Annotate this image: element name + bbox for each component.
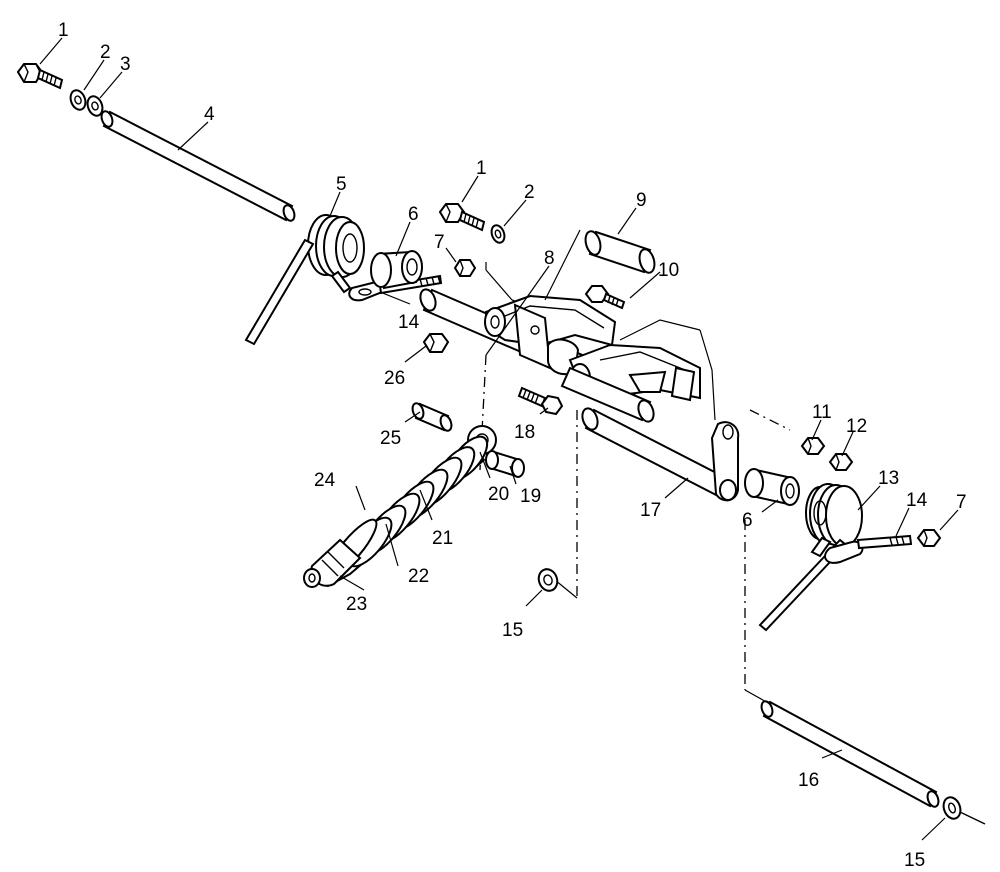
callout-c24: 24 bbox=[314, 470, 336, 491]
callout-c13: 13 bbox=[878, 468, 899, 489]
callout-c7a: 7 bbox=[434, 232, 445, 253]
callout-c21: 21 bbox=[432, 528, 453, 549]
callout-c11: 11 bbox=[812, 402, 832, 423]
bushing-9 bbox=[584, 230, 656, 274]
torsion-spring-13 bbox=[758, 483, 863, 632]
callout-c6a: 6 bbox=[408, 204, 419, 225]
eye-bolt-14-right bbox=[824, 534, 913, 564]
leader-lines bbox=[39, 37, 959, 841]
callout-c26: 26 bbox=[384, 368, 405, 389]
bolt-18 bbox=[517, 386, 564, 416]
shaft-4 bbox=[100, 110, 296, 222]
callout-c8: 8 bbox=[544, 248, 555, 269]
callout-c3: 3 bbox=[120, 54, 131, 75]
washer-15-lower-right bbox=[942, 796, 986, 825]
callout-c16: 16 bbox=[798, 770, 819, 791]
front-arm-bracket-8 bbox=[484, 294, 617, 376]
callout-c19: 19 bbox=[520, 486, 541, 507]
callout-c14b: 14 bbox=[906, 490, 928, 511]
torsion-spring-5 bbox=[244, 214, 365, 346]
washer-15-center bbox=[537, 568, 559, 592]
lower-cross-shaft-17 bbox=[581, 407, 732, 500]
bolt-10 bbox=[584, 285, 626, 310]
callout-c22: 22 bbox=[408, 566, 429, 587]
callout-c14a: 14 bbox=[398, 312, 420, 333]
callout-c20: 20 bbox=[488, 484, 509, 505]
callout-c6b: 6 bbox=[742, 510, 753, 531]
hex-nut-7-right bbox=[916, 529, 942, 547]
washer-2-top-left bbox=[69, 89, 87, 111]
callout-c2a: 2 bbox=[100, 42, 111, 63]
hex-nut-12 bbox=[828, 453, 854, 471]
bushing-6-right bbox=[744, 468, 800, 506]
callout-c1a: 1 bbox=[58, 20, 69, 41]
callout-c4: 4 bbox=[204, 104, 215, 125]
callout-c18: 18 bbox=[514, 422, 535, 443]
bushing-19 bbox=[485, 450, 525, 478]
callout-c15a: 15 bbox=[502, 620, 523, 641]
callout-c25: 25 bbox=[380, 428, 401, 449]
washer-3 bbox=[86, 95, 104, 117]
callout-c5: 5 bbox=[336, 174, 347, 195]
hex-nut-11 bbox=[800, 437, 826, 455]
callout-labels: 1 2 3 4 5 1 2 6 7 8 9 10 14 26 25 18 11 … bbox=[58, 20, 967, 871]
callout-c23: 23 bbox=[346, 594, 367, 615]
shock-absorber-assembly bbox=[303, 425, 497, 588]
hex-bolt-1-top-left bbox=[16, 63, 64, 90]
callout-c7b: 7 bbox=[956, 492, 967, 513]
washer-2-center bbox=[490, 224, 506, 244]
sleeve-25 bbox=[411, 402, 453, 432]
callout-c10: 10 bbox=[658, 260, 679, 281]
eye-bolt-14-left bbox=[348, 274, 443, 302]
callout-c15b: 15 bbox=[904, 850, 925, 871]
callout-c9: 9 bbox=[636, 190, 647, 211]
callout-c17: 17 bbox=[640, 500, 661, 521]
hex-nut-26 bbox=[422, 333, 450, 353]
bushing-6-left bbox=[370, 250, 423, 290]
hex-bolt-1-center bbox=[438, 203, 486, 232]
callout-c1b: 1 bbox=[476, 158, 487, 179]
middle-cross-tube bbox=[560, 366, 655, 423]
hex-nut-7-upper bbox=[453, 259, 477, 277]
link-plate bbox=[710, 421, 740, 502]
callout-c2b: 2 bbox=[524, 182, 535, 203]
shaft-16 bbox=[760, 700, 940, 808]
callout-c12: 12 bbox=[846, 416, 867, 437]
